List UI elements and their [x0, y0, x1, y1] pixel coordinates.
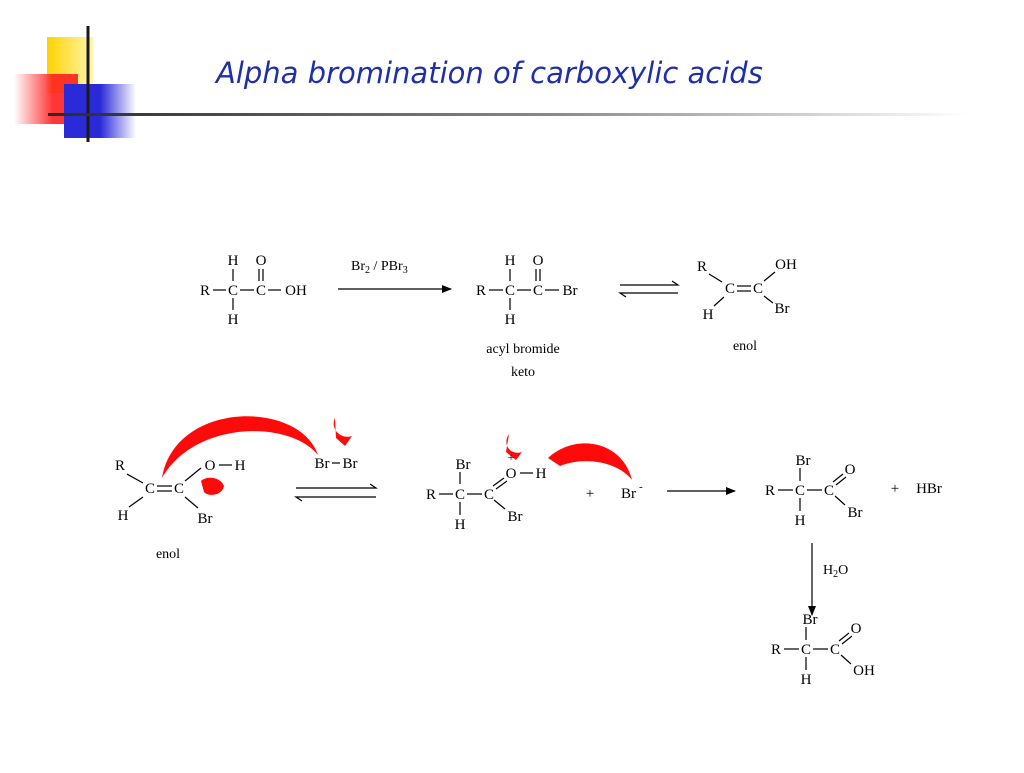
atom-h: H	[235, 458, 246, 474]
atom-h: H	[505, 253, 516, 269]
atom-br: Br	[803, 612, 818, 628]
electron-arrows	[162, 416, 632, 495]
reagent-separator: / PBr	[370, 259, 403, 274]
atom-h: H	[536, 466, 547, 482]
atom-br: Br	[508, 509, 523, 525]
atom-c: C	[830, 642, 840, 658]
atom-br: Br	[563, 283, 578, 299]
atom-br: Br	[621, 486, 636, 502]
atom-r: R	[200, 283, 210, 299]
equilibrium-arrow	[618, 280, 680, 298]
atom-r: R	[476, 283, 486, 299]
atom-c: C	[753, 281, 763, 297]
atom-o: O	[533, 253, 544, 269]
acyl-bromide-caption: acyl bromide	[486, 342, 559, 357]
curved-arrow-small	[506, 434, 522, 460]
plus-sign: +	[586, 486, 594, 502]
plus-sign: +	[891, 481, 899, 497]
atom-h: H	[228, 253, 239, 269]
header-rule	[48, 113, 968, 116]
atom-oh: OH	[285, 283, 307, 299]
atom-c: C	[455, 487, 465, 503]
bonds	[708, 271, 776, 307]
bromine-molecule: Br Br	[315, 456, 358, 472]
curved-arrow-small	[333, 418, 352, 446]
atom-br: Br	[775, 301, 790, 317]
atom-br: Br	[456, 457, 471, 473]
atom-c: C	[145, 481, 155, 497]
atom-o: O	[256, 253, 267, 269]
bromide-ion: Br -	[621, 481, 643, 502]
bonds	[784, 627, 853, 670]
blue-square	[64, 84, 136, 138]
slide-title: Alpha bromination of carboxylic acids	[216, 56, 763, 90]
positive-charge: +	[508, 450, 515, 464]
hbr: HBr	[916, 481, 942, 497]
acyl-bromide: H O R C C Br H acyl bromide keto	[476, 253, 578, 380]
enol-caption: enol	[733, 339, 757, 354]
atom-h: H	[505, 312, 516, 328]
atom-c: C	[174, 481, 184, 497]
bonds	[489, 269, 559, 310]
negative-charge: -	[639, 481, 643, 493]
atom-c: C	[228, 283, 238, 299]
atom-h: H	[795, 513, 806, 529]
alpha-bromo-acyl-bromide: Br O R C C Br H	[765, 453, 863, 529]
oxonium-intermediate: Br + O H R C C H Br	[426, 450, 547, 533]
header-decoration	[14, 26, 968, 142]
atom-h: H	[228, 312, 239, 328]
atom-o: O	[851, 621, 862, 637]
atom-h: H	[703, 307, 714, 323]
atom-oh: OH	[853, 663, 875, 679]
bonds	[778, 468, 847, 511]
atom-o: O	[845, 462, 856, 478]
atom-c: C	[725, 281, 735, 297]
enol-structure-2: R O H C C H Br ·· enol	[115, 458, 246, 562]
atom-h: H	[801, 672, 812, 688]
atom-o: O	[205, 458, 216, 474]
atom-c: C	[795, 483, 805, 499]
carboxylic-acid: H O R C C OH H	[200, 253, 307, 328]
keto-caption: keto	[511, 365, 535, 380]
atom-r: R	[697, 259, 707, 275]
atom-br: Br	[315, 456, 330, 472]
atom-o: O	[506, 466, 517, 482]
atom-r: R	[426, 487, 436, 503]
atom-c: C	[801, 642, 811, 658]
atom-c: C	[256, 283, 266, 299]
atom-h: H	[118, 508, 129, 524]
bonds	[213, 269, 281, 310]
curved-arrow-large	[162, 416, 318, 478]
alpha-bromo-carboxylic-acid: Br O R C C OH H	[771, 612, 875, 688]
atom-br: Br	[796, 453, 811, 469]
atom-c: C	[824, 483, 834, 499]
reagent-subscript: 2	[365, 265, 370, 276]
enol-caption: enol	[156, 547, 180, 562]
atom-br: Br	[848, 505, 863, 521]
atom-br: Br	[343, 456, 358, 472]
atom-c: C	[484, 487, 494, 503]
atom-oh: OH	[775, 257, 797, 273]
atom-r: R	[765, 483, 775, 499]
atom-c: C	[533, 283, 543, 299]
atom-c: C	[505, 283, 515, 299]
reagent-subscript: 3	[403, 265, 408, 276]
atom-h: H	[455, 517, 466, 533]
atom-br: Br	[198, 511, 213, 527]
curved-arrow-tail	[201, 477, 224, 495]
svg-text:Br2 / PBr3: Br2 / PBr3	[351, 259, 408, 276]
bonds	[126, 464, 232, 509]
atom-r: R	[771, 642, 781, 658]
reagent-br2: Br	[351, 259, 365, 274]
curved-arrow-medium	[548, 443, 632, 480]
equilibrium-arrow	[294, 483, 378, 502]
enol-structure: R OH C C H Br enol	[697, 257, 797, 354]
bonds	[439, 472, 533, 515]
atom-r: R	[115, 458, 125, 474]
water-label: H2O	[823, 563, 848, 580]
reagent-label: Br2 / PBr3	[351, 259, 408, 276]
